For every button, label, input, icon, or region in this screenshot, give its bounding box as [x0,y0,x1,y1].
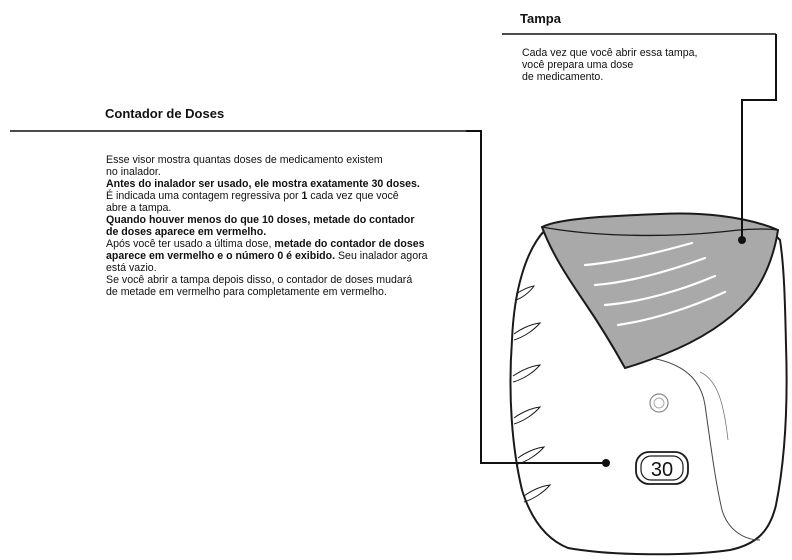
contador-para2-bold: Antes do inalador ser usado, ele mostra … [106,178,420,190]
contador-para5-a: Após você ter usado a última dose, [106,238,275,250]
tampa-line-3: de medicamento. [522,71,604,83]
body-button-outer [649,393,669,413]
tampa-leader-line [741,34,777,240]
contador-para5-b1: metade do contador de doses [274,238,425,250]
contador-para4-bold-2: de doses aparece em vermelho. [106,226,267,238]
contador-para1-line1: Esse visor mostra quantas doses de medic… [106,154,383,166]
contador-para1-line2: no inalador. [106,166,161,178]
tampa-line-2: você prepara uma dose [522,59,634,71]
contador-para4-line2: de doses aparece em vermelho. [106,226,481,238]
body-seam [631,355,761,541]
contador-leader-dot [602,459,610,467]
contador-para3-line2: abre a tampa. [106,202,172,214]
contador-para3: É indicada uma contagem regressiva por 1… [106,190,481,202]
contador-para4-line1: Quando houver menos do que 10 doses, met… [106,214,481,226]
contador-para3-c: cada vez que você [307,190,399,202]
dose-counter-window-inner [640,455,684,481]
body-grip-line [517,446,546,465]
inhaler-cap [540,212,780,370]
body-grip-line [513,322,542,341]
contador-leader-line [466,130,606,464]
contador-description: Esse visor mostra quantas doses de medic… [106,154,481,298]
contador-para6-line1: Se você abrir a tampa depois disso, o co… [106,274,413,286]
cap-grip-line [593,256,707,287]
contador-para5-b2: aparece em vermelho e o número 0 é exibi… [106,250,336,262]
body-grip-line [523,484,552,503]
body-seam-inner [699,371,729,441]
contador-para5-line3: está vazio. [106,262,157,274]
body-grip-lines [512,285,552,503]
contador-para3-b: 1 [301,190,308,202]
cap-ridge [541,226,779,237]
dose-counter-number: 30 [651,459,673,481]
contador-para6-line2: de metade em vermelho para completamente… [106,286,387,298]
contador-para5-line1: Após você ter usado a última dose, metad… [106,238,481,250]
cap-grip-line [616,290,727,327]
cap-grip-lines [583,241,727,327]
body-grip-line [515,285,536,301]
contador-para4-bold-1: Quando houver menos do que 10 doses, met… [106,214,415,226]
cap-grip-line [583,241,694,267]
tampa-line-1: Cada vez que você abrir essa tampa, [522,47,698,59]
contador-heading: Contador de Doses [105,106,225,121]
cap-grip-line [603,274,717,307]
body-grip-line [513,406,542,425]
contador-para3-a: É indicada uma contagem regressiva por [106,190,302,202]
tampa-heading: Tampa [520,11,561,26]
body-button-inner [653,397,665,409]
contador-para5-c: Seu inalador agora [335,250,428,262]
contador-para5-line2: aparece em vermelho e o número 0 é exibi… [106,250,481,262]
tampa-description: Cada vez que você abrir essa tampa, você… [522,47,752,83]
contador-para2: Antes do inalador ser usado, ele mostra … [106,178,481,190]
tampa-leader-dot [738,236,746,244]
body-grip-line [512,364,542,383]
